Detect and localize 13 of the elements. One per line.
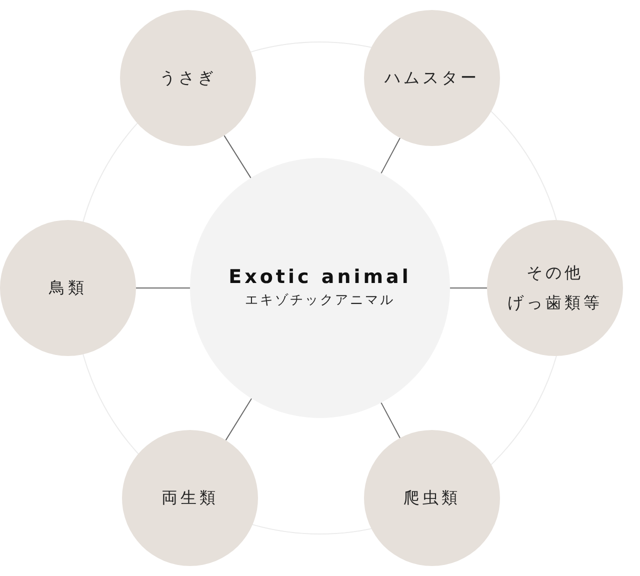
connector-line [380, 138, 400, 174]
subtitle-text: エキゾチックアニマル [245, 292, 395, 310]
connector-line [225, 398, 252, 441]
category-label: 爬虫類 [404, 487, 460, 509]
category-label: げっ歯類等 [508, 292, 602, 314]
category-label: 両生類 [162, 487, 218, 509]
category-label: ハムスター [384, 67, 480, 89]
connector-line [380, 402, 400, 438]
connector-line [224, 135, 252, 178]
category-label: その他 [526, 262, 584, 284]
category-label: うさぎ [160, 67, 216, 89]
category-label: 鳥類 [49, 277, 87, 299]
title-text: Exotic animal [228, 265, 412, 290]
